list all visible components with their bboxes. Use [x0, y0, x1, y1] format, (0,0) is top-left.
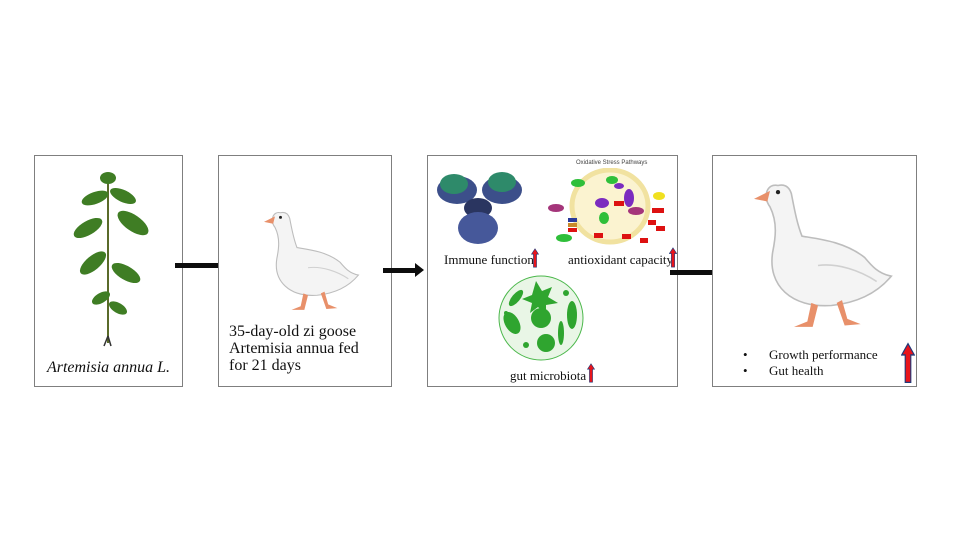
outcome-growth-performance: • Growth performance	[743, 346, 878, 363]
gut-microbiota-label: gut microbiota	[510, 368, 587, 383]
plant-label: Artemisia annua L.	[46, 359, 171, 376]
plant-panel: Artemisia annua L.	[34, 155, 183, 387]
feeding-label: Artemisia annua fed	[229, 340, 359, 357]
duration-label: for 21 days	[229, 357, 301, 374]
pathway-title: Oxidative Stress Pathways	[576, 160, 648, 166]
antioxidant-capacity-label: antioxidant capacity	[568, 252, 674, 267]
effects-panel: Oxidative Stress Pathways Immune functio…	[427, 155, 678, 387]
outcome-panel: • Growth performance • Gut health	[712, 155, 917, 387]
oxidative-stress-pathway-diagram	[548, 168, 665, 245]
bullet: •	[743, 363, 748, 378]
flow-arrow-3	[670, 265, 725, 279]
goose-feeding-panel: 35-day-old zi goose Artemisia annua fed …	[218, 155, 392, 387]
microbiota-increase-arrow-icon	[587, 363, 595, 383]
outcome-increase-arrow-icon	[901, 342, 915, 384]
artemisia-plant-image	[73, 172, 149, 347]
goose-age-label: 35-day-old zi goose	[229, 323, 357, 340]
outcome-gut-health: • Gut health	[743, 362, 824, 379]
immune-increase-arrow-icon	[531, 248, 539, 268]
goose-image	[253, 194, 363, 314]
antioxidant-increase-arrow-icon	[669, 247, 677, 268]
outcome-text: Growth performance	[769, 347, 878, 362]
flow-arrow-2	[383, 263, 424, 277]
healthy-goose-image	[738, 158, 898, 333]
outcome-text: Gut health	[769, 363, 824, 378]
antibody-image	[437, 172, 522, 244]
bullet: •	[743, 347, 748, 362]
immune-function-label: Immune function	[444, 252, 534, 267]
gut-microbiota-image	[498, 275, 584, 361]
